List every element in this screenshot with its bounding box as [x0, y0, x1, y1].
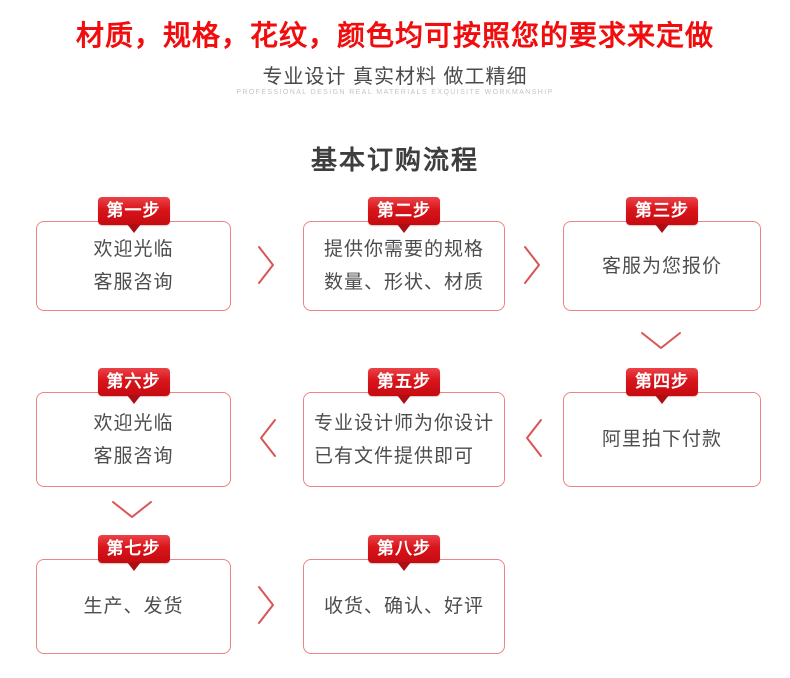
flow-step-6-badge: 第六步 [97, 368, 170, 396]
flow-step-text-line: 欢迎光临 [93, 412, 174, 434]
flow-step-text-line: 客服为您报价 [601, 255, 722, 277]
flow-step-4-text: 阿里拍下付款 [602, 423, 722, 456]
flow-step-2-badge: 第二步 [368, 197, 440, 225]
flow-step-5: 第五步 专业设计师为你设计 已有文件提供即可 [303, 368, 505, 487]
section-title: 基本订购流程 [310, 145, 479, 175]
page-title: 材质，规格，花纹，颜色均可按照您的要求来定做 [75, 20, 714, 51]
flow-step-8-text: 收货、确认、好评 [324, 590, 484, 623]
flow-step-2: 第二步 提供你需要的规格 数量、形状、材质 [303, 197, 505, 311]
flow-step-8-badge: 第八步 [368, 535, 440, 563]
subtitle: 专业设计 真实材料 做工精细 [262, 66, 528, 88]
chevron-down-icon [110, 499, 154, 521]
flow-step-text-line: 欢迎光临 [93, 239, 174, 260]
flow-step-text-line: 阿里拍下付款 [601, 429, 722, 450]
chevron-left-icon [256, 417, 278, 459]
flow-step-1: 第一步 欢迎光临 客服咨询 [36, 197, 231, 311]
flow-step-3-text: 客服为您报价 [602, 250, 722, 283]
chevron-down-icon [639, 330, 683, 352]
flow-step-3-badge: 第三步 [626, 197, 698, 225]
flow-step-3: 第三步 客服为您报价 [563, 197, 761, 311]
flow-step-text-line: 提供你需要的规格 [323, 239, 484, 260]
flow-step-5-text: 专业设计师为你设计 已有文件提供即可 [314, 407, 494, 473]
flow-step-4: 第四步 阿里拍下付款 [563, 368, 761, 487]
flow-step-text-line: 数量、形状、材质 [323, 272, 484, 293]
chevron-right-icon [256, 584, 278, 626]
chevron-right-icon [256, 244, 278, 286]
flow-step-text-line: 收货、确认、好评 [323, 596, 484, 617]
flow-step-6-text: 欢迎光临 客服咨询 [93, 407, 173, 473]
flow-step-6: 第六步 欢迎光临 客服咨询 [36, 368, 231, 487]
flow-step-1-text: 欢迎光临 客服咨询 [93, 233, 173, 299]
chevron-left-icon [522, 417, 544, 459]
flow-step-text-line: 生产、发货 [83, 596, 184, 617]
flow-step-8: 第八步 收货、确认、好评 [303, 535, 505, 654]
flow-step-7-badge: 第七步 [97, 535, 170, 563]
flow-step-5-badge: 第五步 [368, 368, 440, 396]
flow-step-1-badge: 第一步 [97, 197, 170, 225]
chevron-right-icon [522, 244, 544, 286]
flow-step-text-line: 已有文件提供即可 [313, 445, 474, 467]
flow-step-7: 第七步 生产、发货 [36, 535, 231, 654]
flow-step-7-text: 生产、发货 [83, 590, 183, 623]
flow-step-text-line: 客服咨询 [93, 445, 174, 467]
caption-english: PROFESSIONAL DESIGN REAL MATERIALS EXQUI… [236, 89, 554, 96]
flow-step-text-line: 专业设计师为你设计 [313, 412, 494, 434]
flow-step-4-badge: 第四步 [626, 368, 698, 396]
flow-step-text-line: 客服咨询 [93, 272, 174, 293]
flow-step-2-text: 提供你需要的规格 数量、形状、材质 [324, 233, 484, 299]
